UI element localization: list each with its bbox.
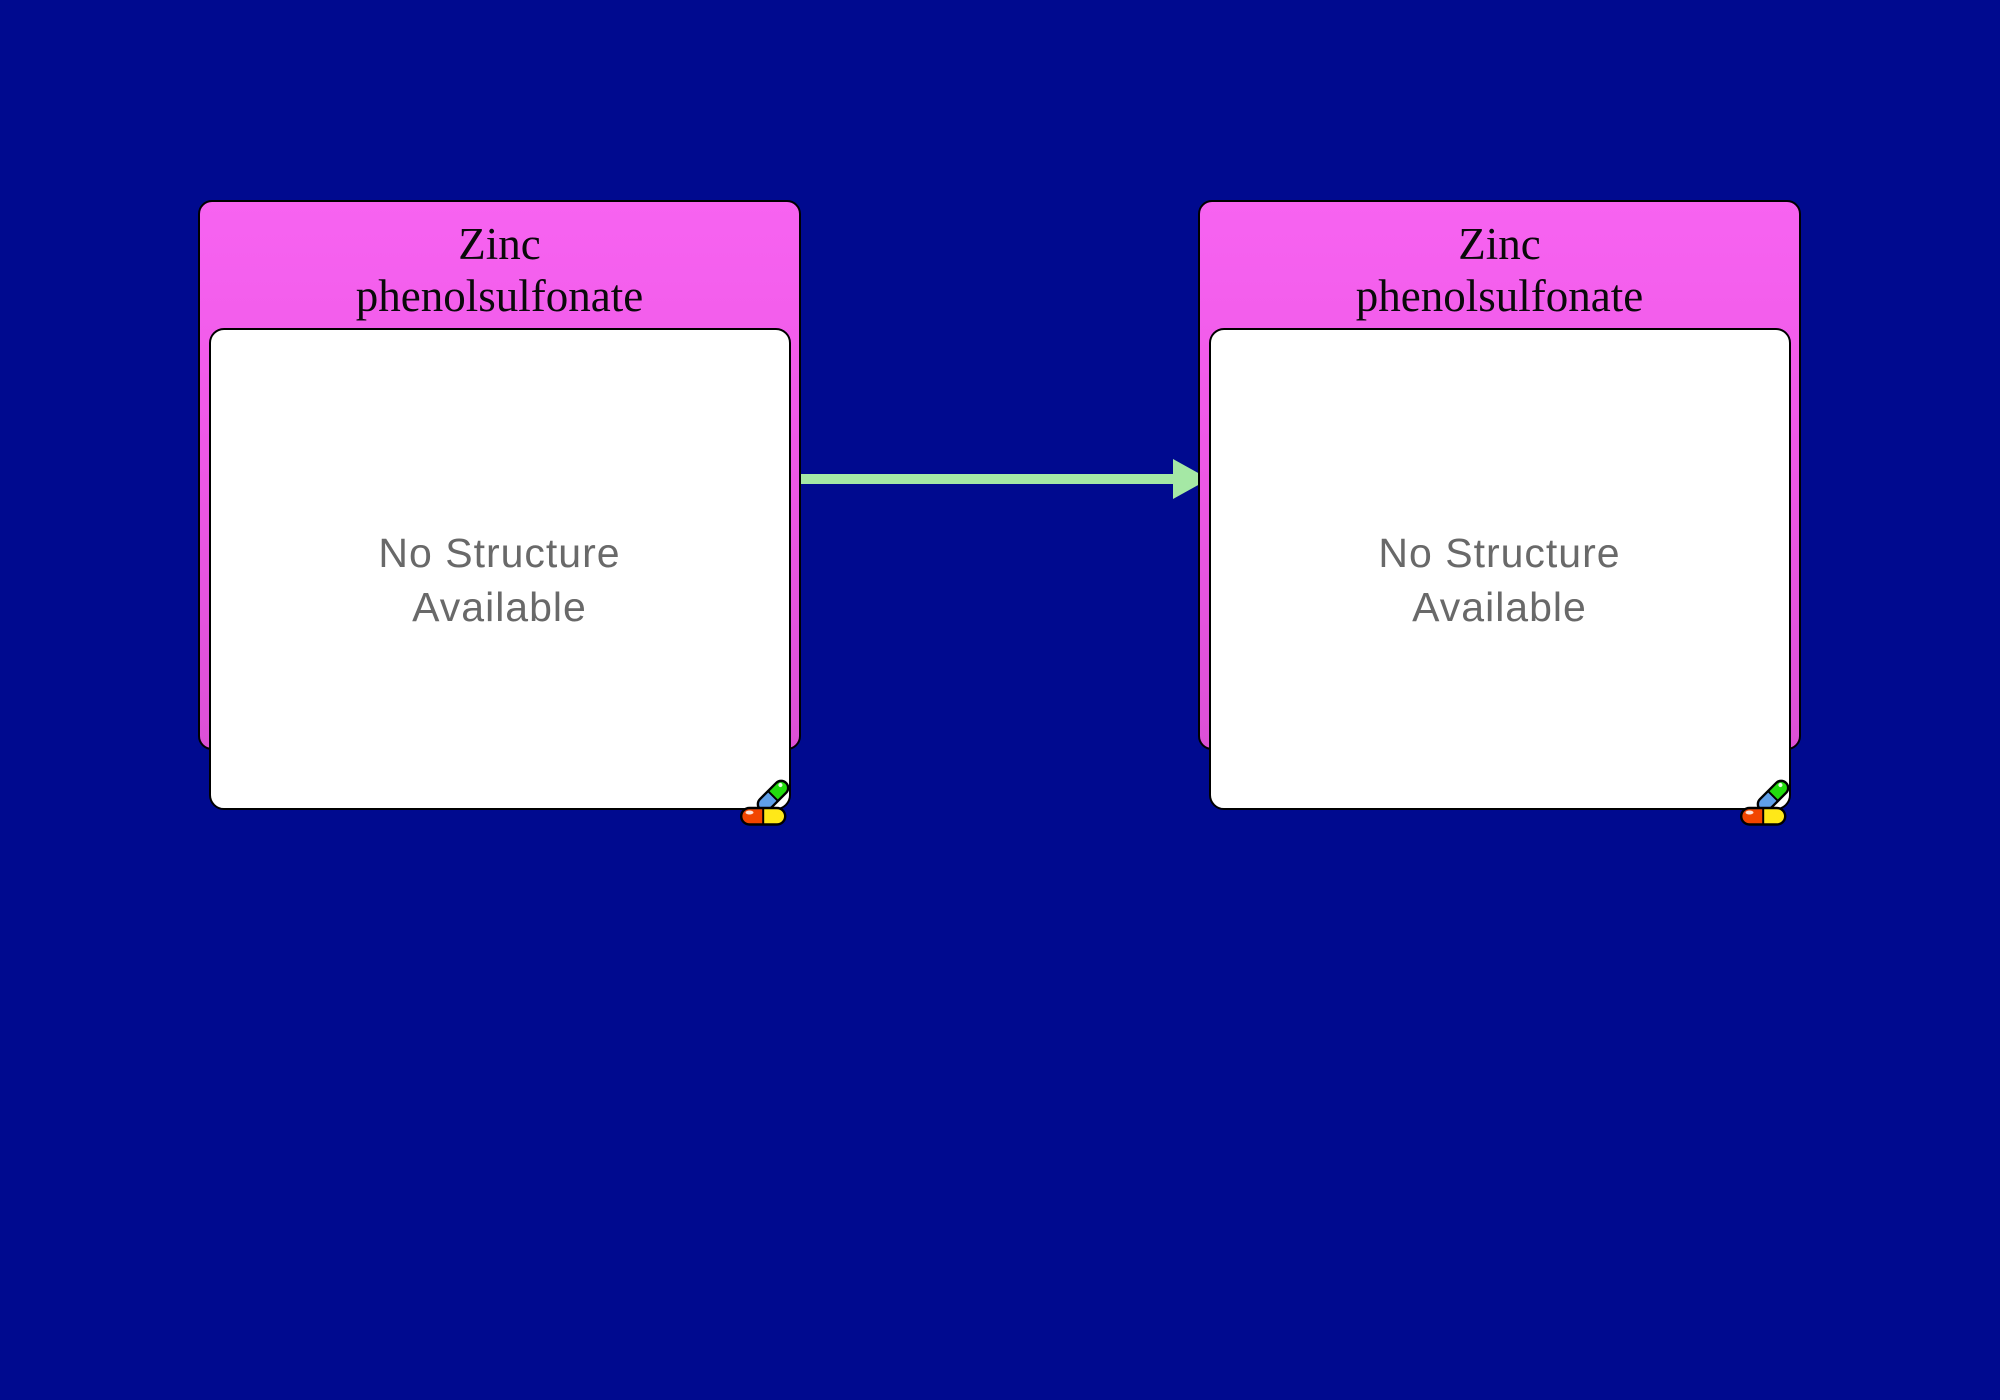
no-structure-message: No Structure Available — [378, 526, 620, 634]
node-title-line2: phenolsulfonate — [355, 271, 644, 321]
drug-pills-icon — [740, 779, 790, 826]
node-title-line2: phenolsulfonate — [1355, 271, 1644, 321]
no-structure-line2: Available — [1412, 584, 1587, 630]
node-title-line1: Zinc — [458, 219, 541, 269]
edge-line — [800, 474, 1175, 484]
edge-arrow[interactable] — [800, 457, 1210, 501]
node-title: Zinc phenolsulfonate — [1200, 202, 1799, 333]
no-structure-line1: No Structure — [1378, 530, 1621, 576]
structure-panel-left: No Structure Available — [208, 328, 791, 810]
no-structure-line2: Available — [412, 584, 587, 630]
node-title-line1: Zinc — [1458, 219, 1541, 269]
node-title: Zinc phenolsulfonate — [200, 202, 799, 333]
no-structure-message: No Structure Available — [1378, 526, 1620, 634]
edge-arrowhead-icon — [1173, 459, 1209, 499]
no-structure-line1: No Structure — [378, 530, 621, 576]
structure-panel-right: No Structure Available — [1208, 328, 1791, 810]
drug-pills-icon — [1740, 779, 1790, 826]
